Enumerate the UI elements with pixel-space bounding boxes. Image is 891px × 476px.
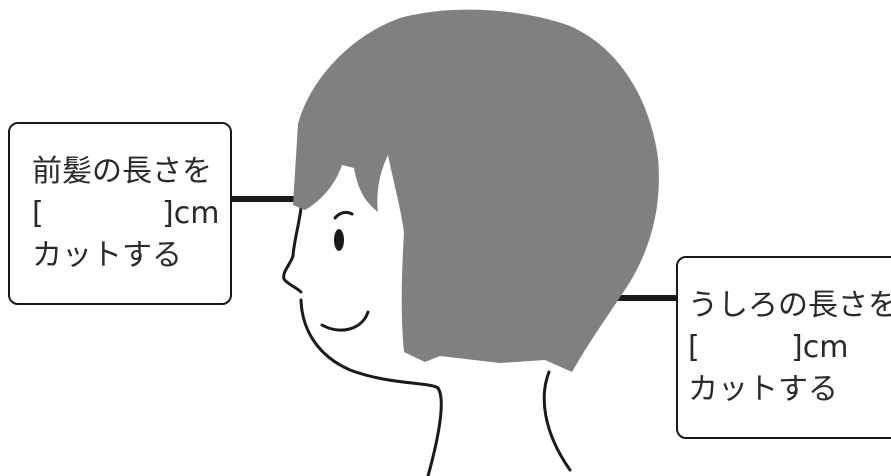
back-bracket-close-unit: ]cm	[791, 327, 848, 369]
back-bracket-open: [	[688, 327, 700, 369]
forehead-and-nose-line	[284, 200, 302, 292]
hair-shape	[293, 10, 659, 372]
front-bangs-callout: 前髪の長さを [ ]cm カットする	[8, 122, 232, 305]
eye-icon	[334, 229, 344, 251]
front-bracket-open: [	[32, 193, 44, 235]
eyebrow-line	[335, 212, 352, 218]
back-hair-length-blank: [ ]cm	[688, 327, 891, 369]
back-neck-line	[544, 372, 570, 470]
back-cut-label: カットする	[688, 369, 891, 411]
smile-line	[322, 312, 368, 330]
back-hair-label: うしろの長さを	[688, 285, 891, 327]
front-bangs-length-blank: [ ]cm	[32, 193, 230, 235]
back-hair-callout: うしろの長さを [ ]cm カットする	[676, 256, 891, 439]
front-bracket-close-unit: ]cm	[162, 193, 219, 235]
front-cut-label: カットする	[32, 235, 230, 277]
front-bangs-label: 前髪の長さを	[32, 151, 230, 193]
